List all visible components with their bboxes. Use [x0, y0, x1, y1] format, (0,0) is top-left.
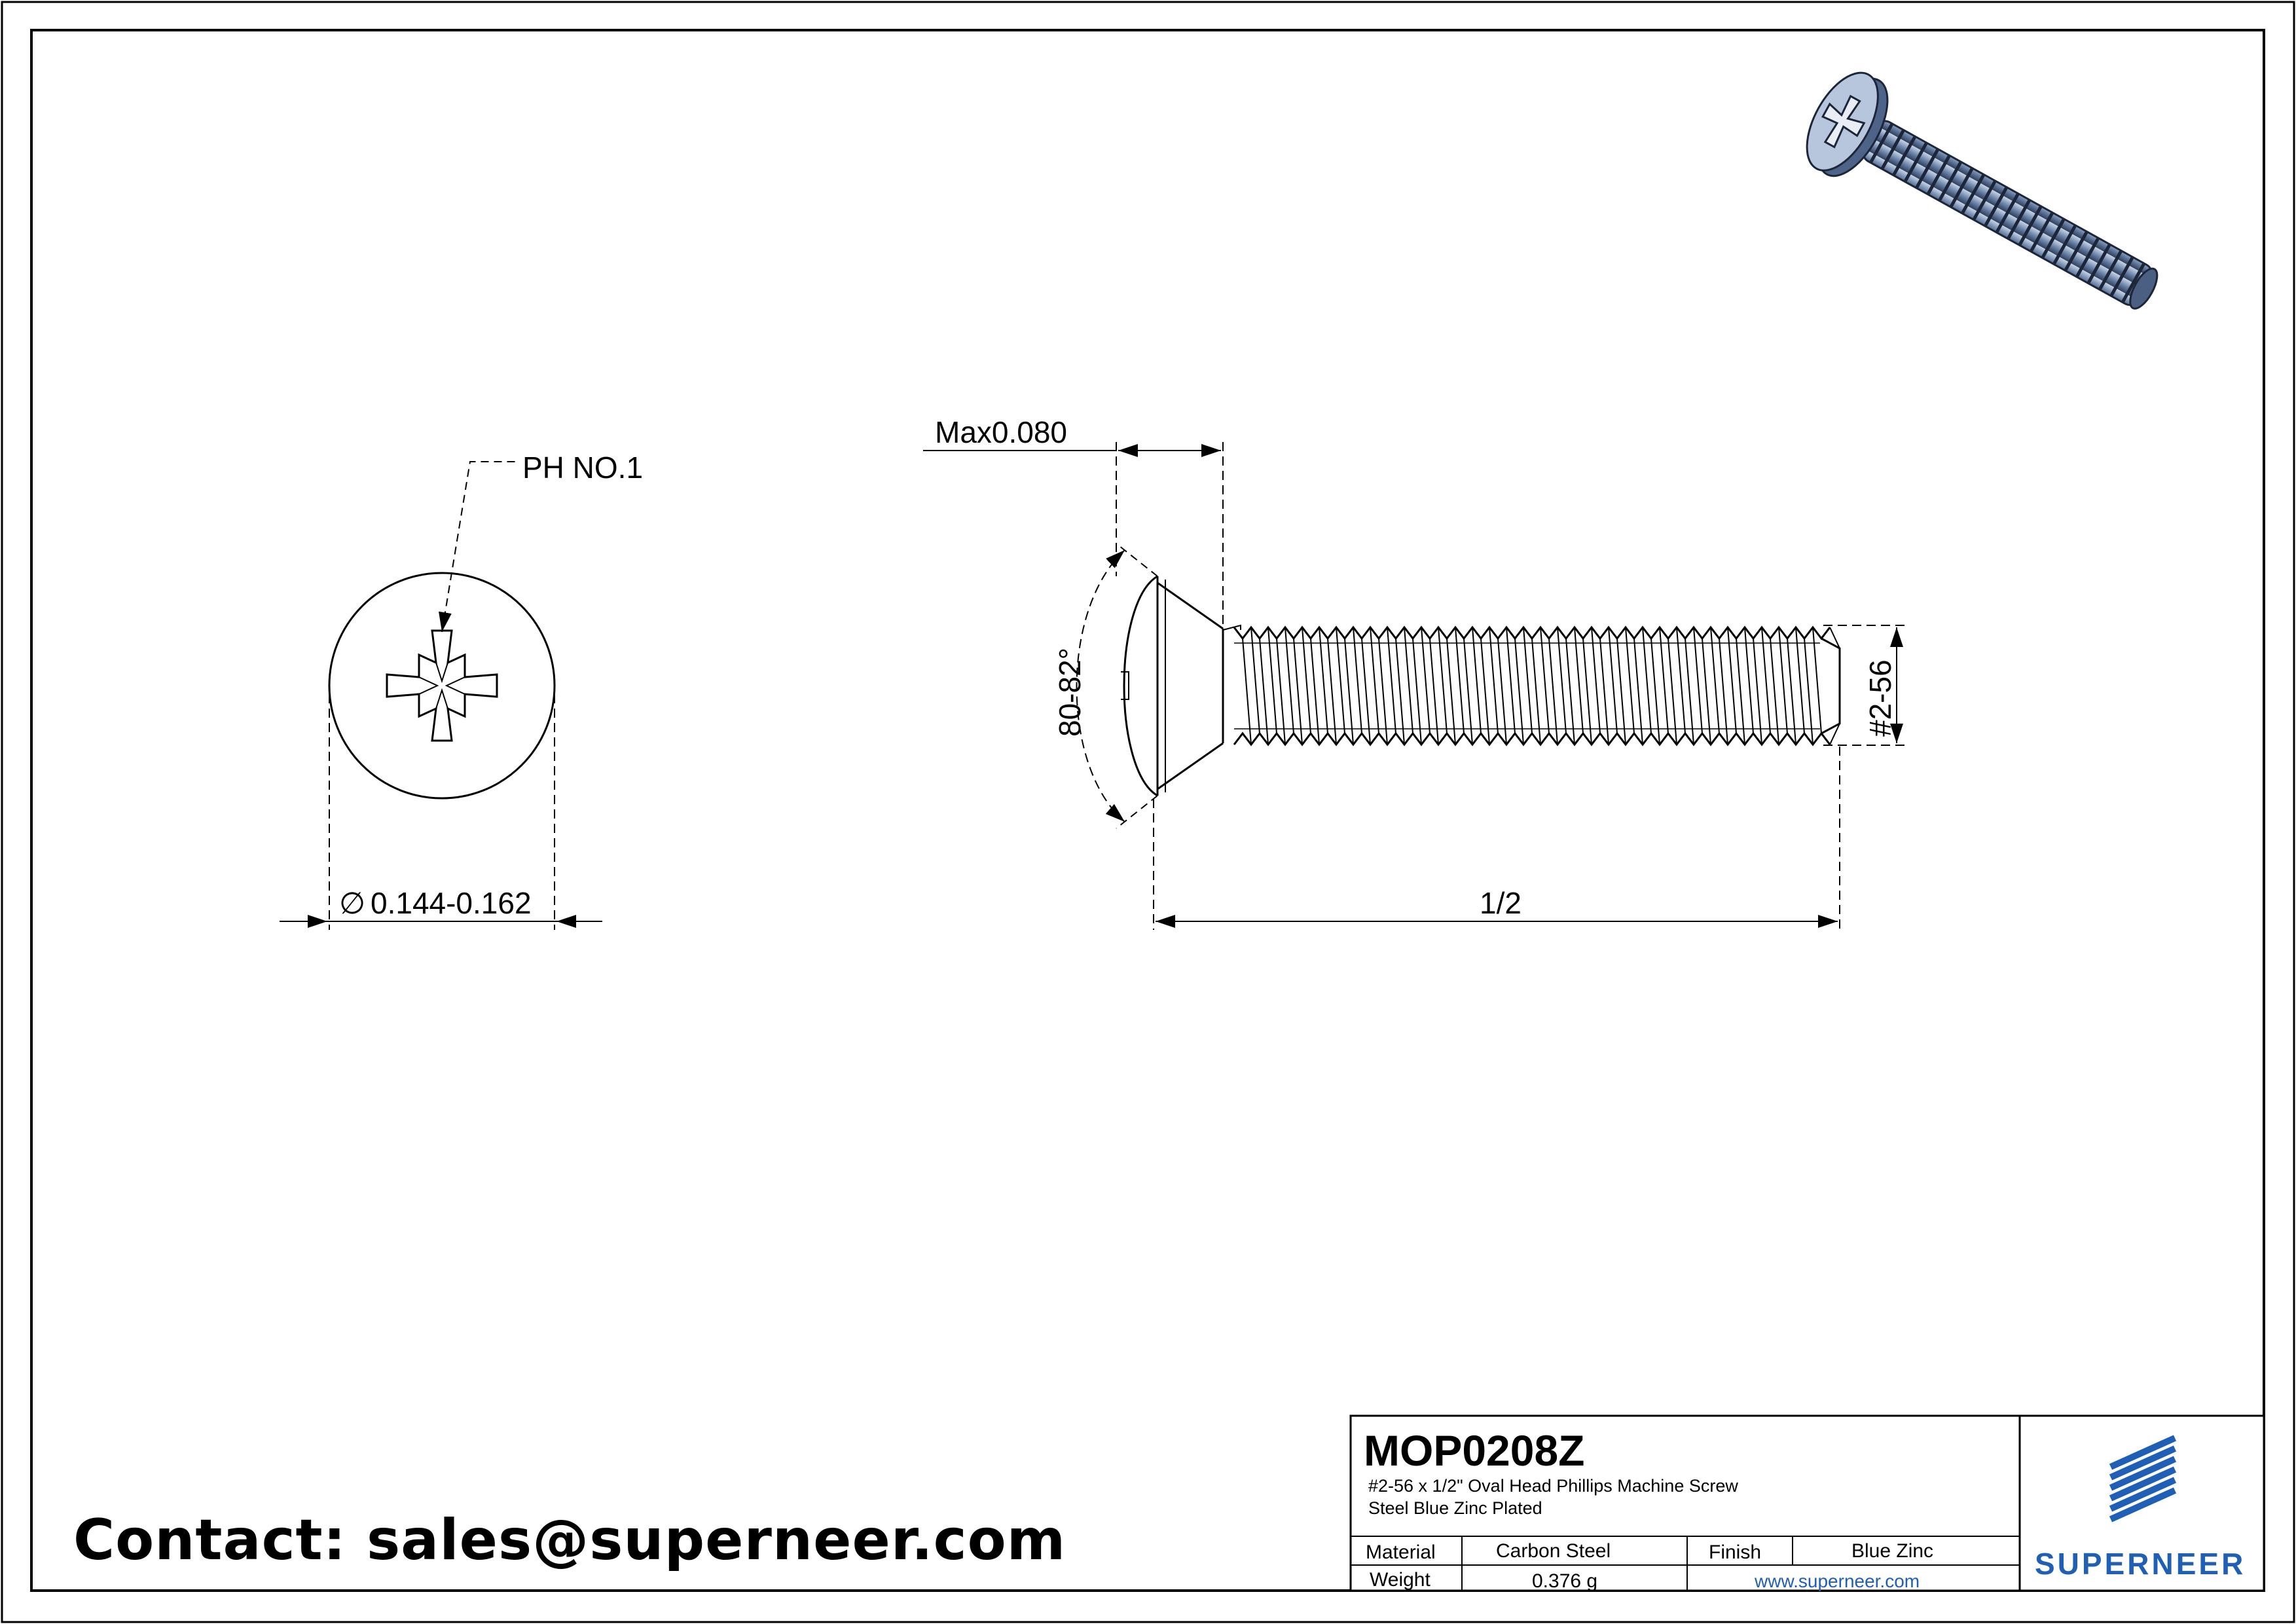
head-angle-label: 80-82°	[1053, 648, 1087, 737]
weight-value: 0.376 g	[1532, 1570, 1597, 1592]
head-diameter-label: 0.144-0.162	[371, 886, 532, 920]
screw-3d-render-icon	[1806, 71, 2159, 310]
head-outline	[328, 572, 556, 800]
screw-side-view: Max0.080 80-82° #2-56 1/2	[923, 415, 1905, 930]
inner-border	[30, 29, 2265, 1592]
superneer-logo-icon	[2109, 1435, 2177, 1522]
weight-label: Weight	[1370, 1569, 1430, 1591]
description-line-1: #2-56 x 1/2" Oval Head Phillips Machine …	[1368, 1476, 1738, 1496]
website-link[interactable]: www.superneer.com	[1754, 1571, 1920, 1591]
head-top-view: PH NO.1 ∅ 0.144-0.162	[280, 451, 643, 930]
finish-value: Blue Zinc	[1851, 1540, 1933, 1562]
description-line-2: Steel Blue Zinc Plated	[1368, 1498, 1542, 1518]
title-block: MOP0208Z #2-56 x 1/2" Oval Head Phillips…	[1349, 1414, 2265, 1592]
drive-leader	[439, 461, 517, 633]
finish-label: Finish	[1709, 1541, 1761, 1563]
thread-size-label: #2-56	[1863, 659, 1897, 737]
material-label: Material	[1366, 1541, 1436, 1563]
diameter-symbol: ∅	[339, 886, 365, 920]
part-number: MOP0208Z	[1364, 1426, 1584, 1475]
brand-name: SUPERNEER	[2035, 1547, 2246, 1581]
material-value: Carbon Steel	[1496, 1540, 1611, 1562]
contact-email[interactable]: Contact: sales@superneer.com	[73, 1507, 1066, 1573]
length-label: 1/2	[1480, 886, 1522, 920]
phillips-recess-icon	[386, 629, 498, 742]
drive-label: PH NO.1	[522, 451, 643, 485]
head-height-label: Max0.080	[935, 415, 1067, 449]
head-angle-arc	[1076, 549, 1125, 822]
thread-body	[1233, 625, 1841, 747]
